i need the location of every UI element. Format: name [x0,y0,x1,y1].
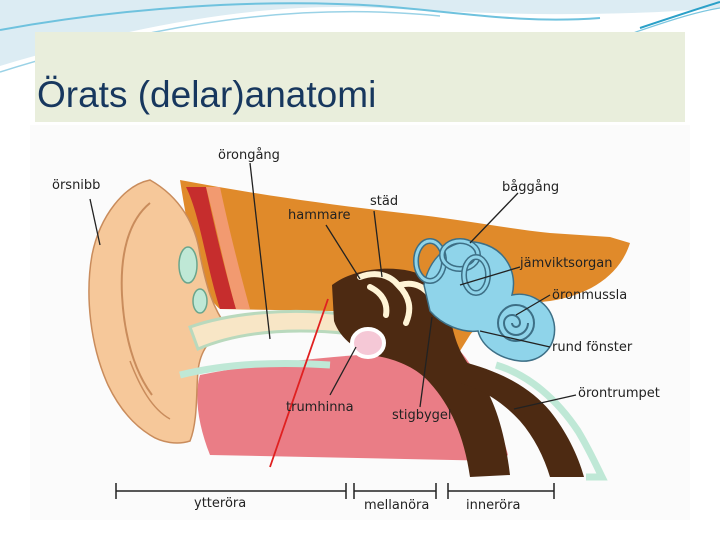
middle-ear-cavity [332,268,510,477]
label-stigbygel: stigbygel [392,408,452,423]
red-annotation-line [269,298,329,468]
eardrum [350,327,386,359]
label-rund-fonster: rund fönster [552,340,633,355]
pointer-lines [89,162,577,410]
top-wave-decoration [0,0,720,66]
label-oronmussla: öronmussla [552,288,628,303]
label-ytterora: ytteröra [194,496,247,511]
label-orontrumpet: örontrumpet [578,386,660,401]
title-box: Örats (delar)anatomi [35,32,685,122]
label-orsnibb: örsnibb [52,178,101,193]
canal-wall-red [186,187,236,309]
eustachian-tube [460,361,584,477]
label-trumhinna: trumhinna [286,400,354,415]
pinna [88,179,230,444]
earlobe [129,360,171,420]
label-hammare: hammare [288,208,351,223]
label-jamviktsorgan: jämviktsorgan [520,256,613,271]
pinna-fold [120,202,153,396]
skull-bone [180,180,630,351]
label-mellanora: mellanöra [364,498,430,513]
label-innerora: inneröra [466,498,521,513]
label-stad: städ [370,194,399,209]
label-orongang: örongång [218,148,280,163]
label-baggang: båggång [502,180,560,195]
cartilage [178,246,198,284]
section-bars [115,483,555,499]
ear-illustration [30,125,690,520]
ear-anatomy-diagram: örsnibb örongång hammare städ båggång jä… [30,125,690,520]
slide-title: Örats (delar)anatomi [37,74,377,115]
